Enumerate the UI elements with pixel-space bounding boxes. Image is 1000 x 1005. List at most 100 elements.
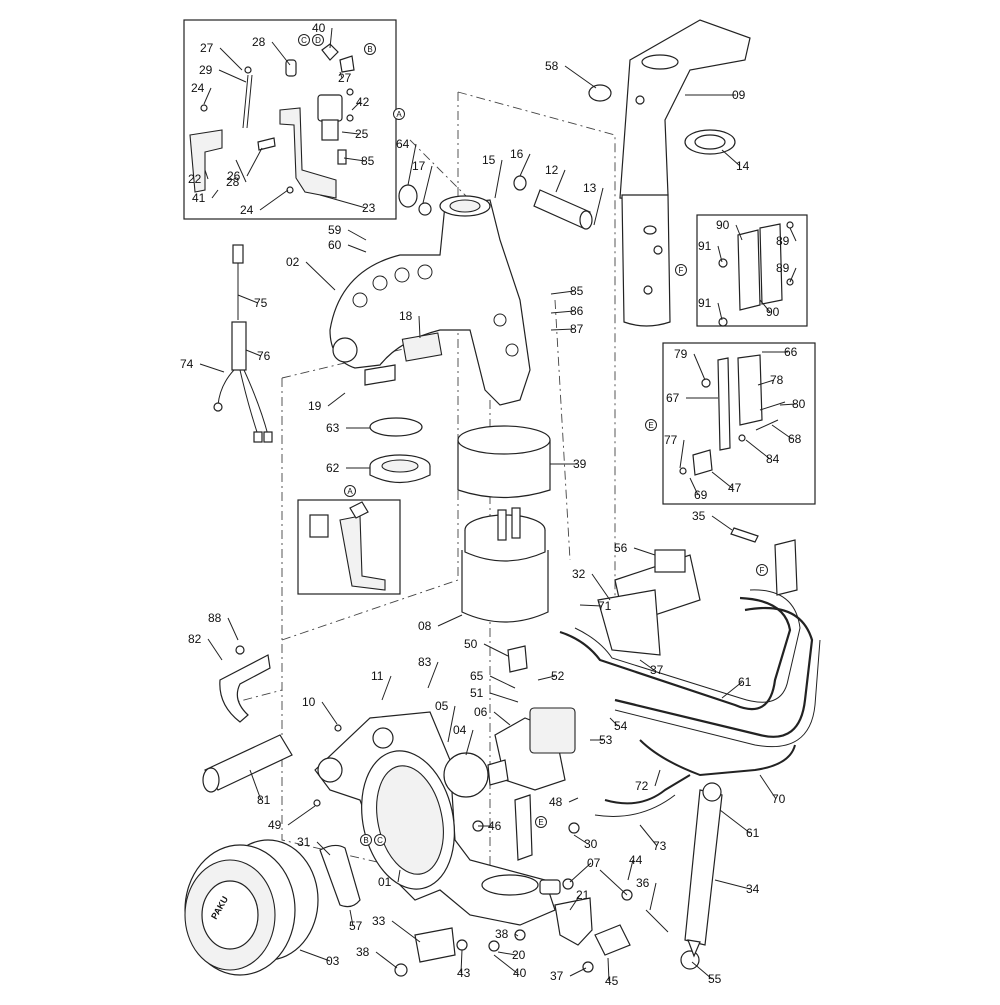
part-label-46: 46 <box>488 819 502 833</box>
part-label-40a: 40 <box>312 21 326 35</box>
leader-lbl-78 <box>757 379 775 386</box>
part-label-51: 51 <box>470 686 484 700</box>
leader-lbl-81 <box>249 769 262 801</box>
part-label-85a: 85 <box>361 154 375 168</box>
callout-B1: B <box>364 43 376 55</box>
part-label-18: 18 <box>399 309 413 323</box>
leader-lbl-37b <box>569 967 587 977</box>
part-label-17: 17 <box>412 159 426 173</box>
fitting-50 <box>507 645 528 673</box>
leader-lbl-41 <box>211 189 219 199</box>
part-label-84: 84 <box>766 452 780 466</box>
detail-box-E <box>662 342 816 505</box>
part-label-32: 32 <box>572 567 586 581</box>
svg-text:A: A <box>347 487 353 496</box>
valve-block-56 <box>597 549 701 656</box>
part-label-86: 86 <box>570 304 584 318</box>
leader-lbl-55 <box>691 961 713 980</box>
part-label-33: 33 <box>372 914 386 928</box>
part-label-05: 05 <box>435 699 449 713</box>
callout-E1: E <box>645 419 657 431</box>
leader-lbl-24a <box>203 87 212 105</box>
part-label-81: 81 <box>257 793 271 807</box>
leader-lbl-28b <box>235 159 247 183</box>
leader-lbl-83 <box>427 661 439 689</box>
leader-lbl-68 <box>771 424 793 440</box>
leader-lbl-03 <box>299 949 331 962</box>
svg-text:A: A <box>396 110 402 119</box>
clamp-F <box>774 539 798 596</box>
part-label-71: 71 <box>598 599 612 613</box>
part-label-58: 58 <box>545 59 559 73</box>
part-label-52: 52 <box>551 669 565 683</box>
part-label-67: 67 <box>666 391 680 405</box>
part-label-53: 53 <box>599 733 613 747</box>
leader-lbl-22 <box>204 169 209 180</box>
part-label-23: 23 <box>362 201 376 215</box>
leader-lbl-72 <box>654 769 661 787</box>
leader-lbl-49 <box>287 805 316 826</box>
leader-lbl-18 <box>418 315 421 339</box>
part-label-90a: 90 <box>716 218 730 232</box>
callout-C2: C <box>374 834 386 846</box>
svg-text:C: C <box>301 36 307 45</box>
part-label-49: 49 <box>268 818 282 832</box>
leader-lbl-40b <box>493 954 518 974</box>
leader-lbl-57 <box>349 909 354 927</box>
part-label-50: 50 <box>464 637 478 651</box>
detail-box-F <box>696 214 808 327</box>
part-label-57: 57 <box>349 919 363 933</box>
leader-lbl-24b <box>259 189 289 211</box>
part-label-38a: 38 <box>356 945 370 959</box>
part-label-54: 54 <box>614 719 628 733</box>
part-label-60: 60 <box>328 238 342 252</box>
part-label-55: 55 <box>708 972 722 986</box>
callout-F2: F <box>756 564 768 576</box>
part-label-62: 62 <box>326 461 340 475</box>
leader-lbl-89a <box>789 227 797 242</box>
leader-lbl-91b <box>717 302 723 321</box>
part-label-72: 72 <box>635 779 649 793</box>
part-label-06: 06 <box>474 705 488 719</box>
svg-text:B: B <box>363 836 368 845</box>
callout-F1: F <box>675 264 687 276</box>
leader-lbl-64 <box>407 143 417 186</box>
part-label-91b: 91 <box>698 296 712 310</box>
leader-lbl-58 <box>564 65 597 89</box>
ring-16 <box>513 175 527 191</box>
leader-lbl-85b <box>550 290 575 295</box>
ring-17 <box>418 202 432 216</box>
part-label-15: 15 <box>482 153 496 167</box>
part-label-39: 39 <box>573 457 587 471</box>
part-label-04: 04 <box>453 723 467 737</box>
part-label-22: 22 <box>188 172 202 186</box>
part-label-76: 76 <box>257 349 271 363</box>
leader-lbl-45 <box>607 957 610 982</box>
part-label-89a: 89 <box>776 234 790 248</box>
bearing-62 <box>369 454 431 484</box>
part-label-16: 16 <box>510 147 524 161</box>
part-label-85b: 85 <box>570 284 584 298</box>
part-label-48: 48 <box>549 795 563 809</box>
cover-39 <box>457 425 551 499</box>
leader-lbl-42 <box>351 101 361 111</box>
svg-text:F: F <box>760 566 765 575</box>
part-label-61a: 61 <box>738 675 752 689</box>
part-label-27a: 27 <box>200 41 214 55</box>
leader-lbl-77 <box>679 439 685 469</box>
leader-lbl-05 <box>447 705 456 743</box>
part-label-37b: 37 <box>550 969 564 983</box>
part-label-61b: 61 <box>746 826 760 840</box>
leader-lbl-59 <box>347 229 367 241</box>
part-label-10: 10 <box>302 695 316 709</box>
part-label-79: 79 <box>674 347 688 361</box>
leader-lbl-69 <box>689 477 699 496</box>
part-label-11: 11 <box>371 669 384 683</box>
knuckle-housing-02 <box>329 195 531 406</box>
svg-text:E: E <box>648 421 653 430</box>
bracket-82 <box>219 645 271 723</box>
leader-lbl-35 <box>711 515 733 531</box>
leader-lbl-21 <box>569 894 581 911</box>
